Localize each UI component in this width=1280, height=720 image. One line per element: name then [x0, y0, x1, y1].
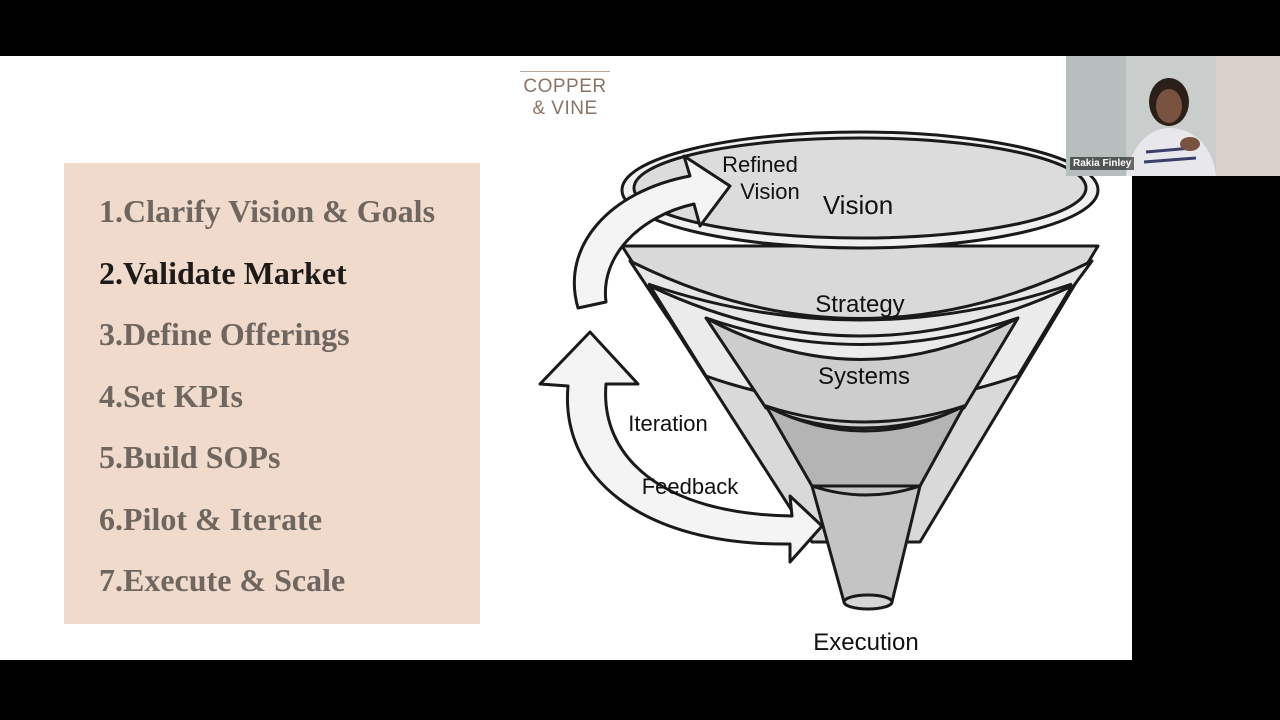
funnel-band-line-3 [765, 404, 965, 424]
copper-vine-logo: COPPER & VINE [518, 71, 612, 120]
participant-video-feed [1066, 56, 1280, 176]
step-4: 4.Set KPIs [99, 378, 243, 414]
step-6: 6.Pilot & Iterate [99, 501, 323, 537]
logo-rule-top [520, 71, 610, 72]
funnel-diagram: Refined Vision Vision Strategy Systems I… [538, 130, 1100, 656]
label-iteration: Iteration [628, 411, 708, 436]
step-5: 5.Build SOPs [99, 439, 281, 475]
funnel-spout [810, 484, 922, 604]
logo-line-1: COPPER [523, 76, 607, 97]
feedback-loop-arrow [538, 330, 824, 564]
funnel-band-line-2 [705, 316, 1019, 346]
funnel-rim-inner [632, 136, 1088, 240]
presentation-slide: COPPER & VINE 1.Clarify Vision & Goals 2… [0, 56, 1132, 660]
label-refined-line-2: Vision [740, 179, 800, 204]
label-refined-line-1: Refined [722, 152, 798, 177]
label-strategy: Strategy [815, 291, 904, 318]
participant-video-tile[interactable]: Rakia Finley [1066, 56, 1280, 176]
funnel-spout-opening [842, 593, 894, 611]
label-execution: Execution [813, 629, 918, 656]
label-vision: Vision [823, 190, 893, 220]
step-3: 3.Define Offerings [99, 316, 350, 352]
step-7: 7.Execute & Scale [99, 562, 346, 598]
logo-line-2: & VINE [532, 98, 598, 119]
step-1: 1.Clarify Vision & Goals [99, 193, 436, 229]
funnel-band-line-4 [811, 484, 921, 497]
refined-vision-arrow [572, 154, 732, 310]
funnel-band-line-1 [647, 282, 1073, 322]
step-2: 2.Validate Market [99, 255, 347, 291]
label-systems: Systems [818, 363, 910, 390]
label-feedback: Feedback [642, 474, 740, 499]
steps-panel: 1.Clarify Vision & Goals 2.Validate Mark… [64, 163, 480, 624]
participant-name: Rakia Finley [1070, 157, 1135, 170]
